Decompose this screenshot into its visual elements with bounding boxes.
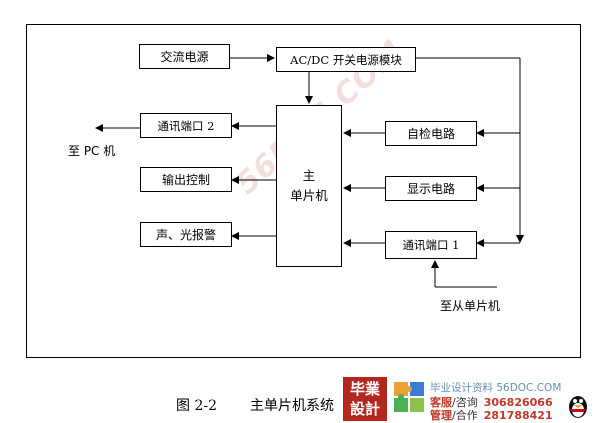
ac-power-box: 交流电源 [139,44,230,69]
logo-line1: 毕業 [349,380,380,398]
acdc-module-box: AC/DC 开关电源模块 [276,47,416,72]
manage-key: 管理 [430,409,452,422]
main-mcu-line1: 主 [302,168,316,183]
diagram-frame [26,24,581,358]
to-pc-label: 至 PC 机 [68,144,116,158]
figure-title: 主单片机系统 [250,398,334,414]
figure-number: 图 2-2 [176,398,217,414]
main-mcu-line2: 单片机 [290,188,328,203]
to-slave-label: 至从单片机 [440,299,501,313]
service-sub: /咨询 [452,396,478,409]
site-name: 毕业设计资料 56DOC.COM [430,382,562,394]
qq-penguin-icon [569,396,587,418]
contact-row-service: 客服/咨询 306826066 [430,394,553,410]
comm-port-1-box: 通讯端口 1 [385,231,477,259]
alarm-box: 声、光报警 [140,222,232,247]
service-key: 客服 [430,396,452,409]
comm-port-2-box: 通讯端口 2 [140,113,232,138]
service-number: 306826066 [483,396,553,409]
main-mcu-box: 主 单片机 [276,105,342,267]
site-logo: 毕業 設計 [343,377,387,421]
display-box: 显示电路 [385,176,477,201]
contact-row-manage: 管理/合作 281788421 [430,407,553,423]
logo-line2: 設計 [349,400,380,418]
self-check-box: 自检电路 [385,121,477,146]
output-control-box: 输出控制 [140,167,232,192]
manage-sub: /合作 [452,409,478,422]
manage-number: 281788421 [483,409,553,422]
puzzle-icon [394,382,424,412]
